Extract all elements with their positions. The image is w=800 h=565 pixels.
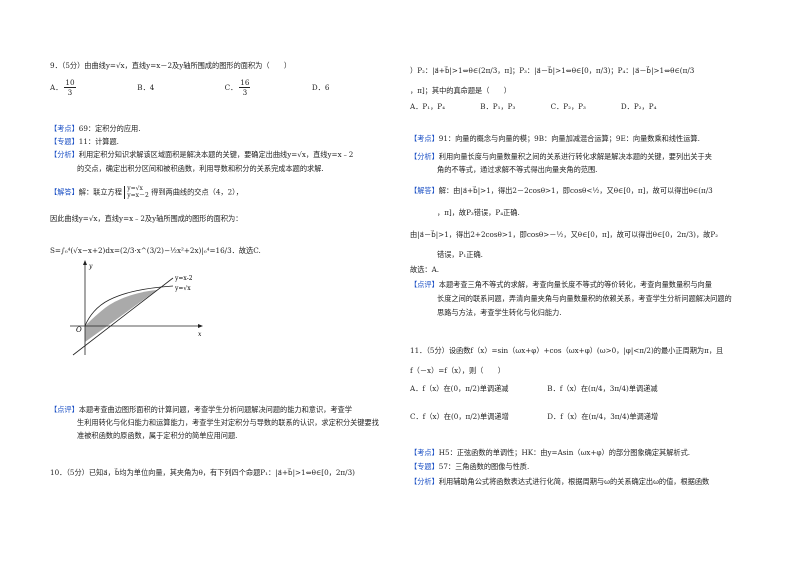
q11-zhuanti: 【专题】57：三角函数的图像与性质. [410,462,530,471]
graph-x-label: x [198,331,202,338]
q11-options-row1: A．f（x）在(0，π/2)单调递减 B．f（x）在(π/4，3π/4)单调递减 [410,384,658,393]
q10-option-a: A．P₁，P₄ [410,102,446,111]
q10-kaodian: 【考点】91：向量的概念与向量的模；9B：向量加减混合运算；9E：向量数乘和线性… [410,134,700,143]
q9-fenxi: 【分析】利用定积分知识求解该区域面积是解决本题的关键，要确定出曲线y=√x，直线… [50,150,354,159]
q10-option-b: B．P₁，P₃ [480,102,516,111]
q10-jieda-line5: 故选：A. [410,265,440,274]
q9-dianping: 【点评】本题考查曲边图形面积的计算问题，考查学生分析问题解决问题的能力和意识，考… [50,405,352,414]
q10-options: A．P₁，P₄ B．P₁，P₃ C．P₂，P₃ D．P₂，P₄ [410,102,656,111]
q9-kaodian: 【考点】69：定积分的应用. [50,124,141,133]
line-y-x-2 [72,277,174,356]
q10-jieda-line3: 由|a⃗－b⃗|>1，得出2+2cosθ>1，即cosθ>－½，又θ∈[0，π]… [410,230,719,239]
q9-integral: S=∫₀⁴(√x−x+2)dx=(2/3·x^(3/2)−½x²+2x)|₀⁴=… [50,246,261,255]
q9-dianping-line3: 准被积函数的原函数，属于定积分的简单应用问题. [77,431,238,440]
q9-fenxi-line2: 的交点，确定出积分区间和被积函数，利用导数和积分的关系完成本题的求解. [77,164,324,173]
q11-stem-line2: f（－x）=f（x），则（ ） [410,366,505,375]
q10-fenxi-line2: 角的不等式，通过求解不等式得出向量夹角的范围. [437,165,598,174]
q11-fenxi: 【分析】利用辅助角公式将函数表达式进行化简，根据周期与ω的关系确定出ω的值，根据… [410,477,710,486]
q11-option-a: A．f（x）在(0，π/2)单调递减 [410,384,509,393]
y-axis-arrow [83,260,87,265]
q9-stem: 9．（5分）由曲线y=√x，直线y=x－2及y轴所围成的图形的面积为（ ） [50,61,292,70]
q9-graph: y=x-2 y=√x O x y [70,260,203,356]
q9-equation-system: y=√x y=x－2 [124,185,149,200]
q11-option-c: C．f（x）在(0，π/2)单调递增 [410,412,509,421]
q10-fenxi: 【分析】利用向量长度与向量数量积之间的关系进行转化求解是解决本题的关键，要列出关… [410,152,712,161]
q9-dianping-line2: 生利用转化与化归能力和运算能力，考查学生对定积分与导数的联系的认识，求定积分关键… [77,418,379,427]
graph-origin: O [76,326,82,334]
shaded-region [85,290,157,342]
q9-zhuanti: 【专题】11：计算题. [50,137,119,146]
q11-option-b: B．f（x）在(π/4，3π/4)单调递减 [547,384,658,393]
q10-dianping: 【点评】本题考查三角不等式的求解，考查向量长度不等式的等价转化，考查向量数量积与… [410,280,712,289]
q10-option-c: C．P₂，P₃ [550,102,586,111]
q9-jieda: 【解答】解：联立方程 y=√x y=x－2 得到两曲线的交点（4，2）， [50,185,243,200]
q10-props: ）P₂：|a⃗+b⃗|>1⇔θ∈(2π/3，π]；P₃：|a⃗－b⃗|>1⇔θ∈… [410,66,695,75]
graph-y-label: y [88,263,93,270]
q10-jieda-line4: 错误，P₁正确. [437,250,483,259]
q10-dianping-line3: 思路与方法，考查学生转化与化归能力. [437,308,562,317]
q10-jieda-line2: ，π]，故P₃错误，P₄正确. [437,208,520,217]
q11-options-row2: C．f（x）在(0，π/2)单调递增 D．f（x）在(π/4，3π/4)单调递增 [410,412,658,421]
q11-kaodian: 【考点】H5：正弦函数的单调性；HK：由y=Asin（ωx+φ）的部分图象确定其… [410,448,691,457]
q10-stem: 10．（5分）已知a⃗，b⃗均为单位向量，其夹角为θ，有下列四个命题P₁：|a⃗… [50,468,355,477]
q9-option-d: D．6 [311,82,330,92]
curve-sqrt-x [84,285,174,327]
x-axis-arrow [198,324,203,328]
q10-option-d: D．P₂，P₄ [620,102,657,111]
q9-option-b: B．4 [137,82,155,92]
q9-jieda-line3: 因此曲线y=√x，直线y=x﹣2及y轴所围成的图形的面积为： [50,214,243,223]
q10-dianping-line2: 长度之间的联系问题，弄清向量夹角与向量数量积的依赖关系，考查学生分析问题解决问题… [437,294,732,303]
q10-props-line2: ，π]；其中的真命题是（ ） [410,86,511,95]
graph-label-line: y=x-2 [174,275,193,282]
graph-label-curve: y=√x [174,285,191,292]
q10-jieda: 【解答】解：由|a⃗+b⃗|>1，得出2－2cosθ>1，即cosθ<½，又θ∈… [410,186,713,195]
q11-option-d: D．f（x）在(π/4，3π/4)单调递增 [547,412,659,421]
q11-stem: 11．（5分）设函数f（x）=sin（ωx+φ）+cos（ωx+φ）(ω>0，|… [410,346,724,355]
